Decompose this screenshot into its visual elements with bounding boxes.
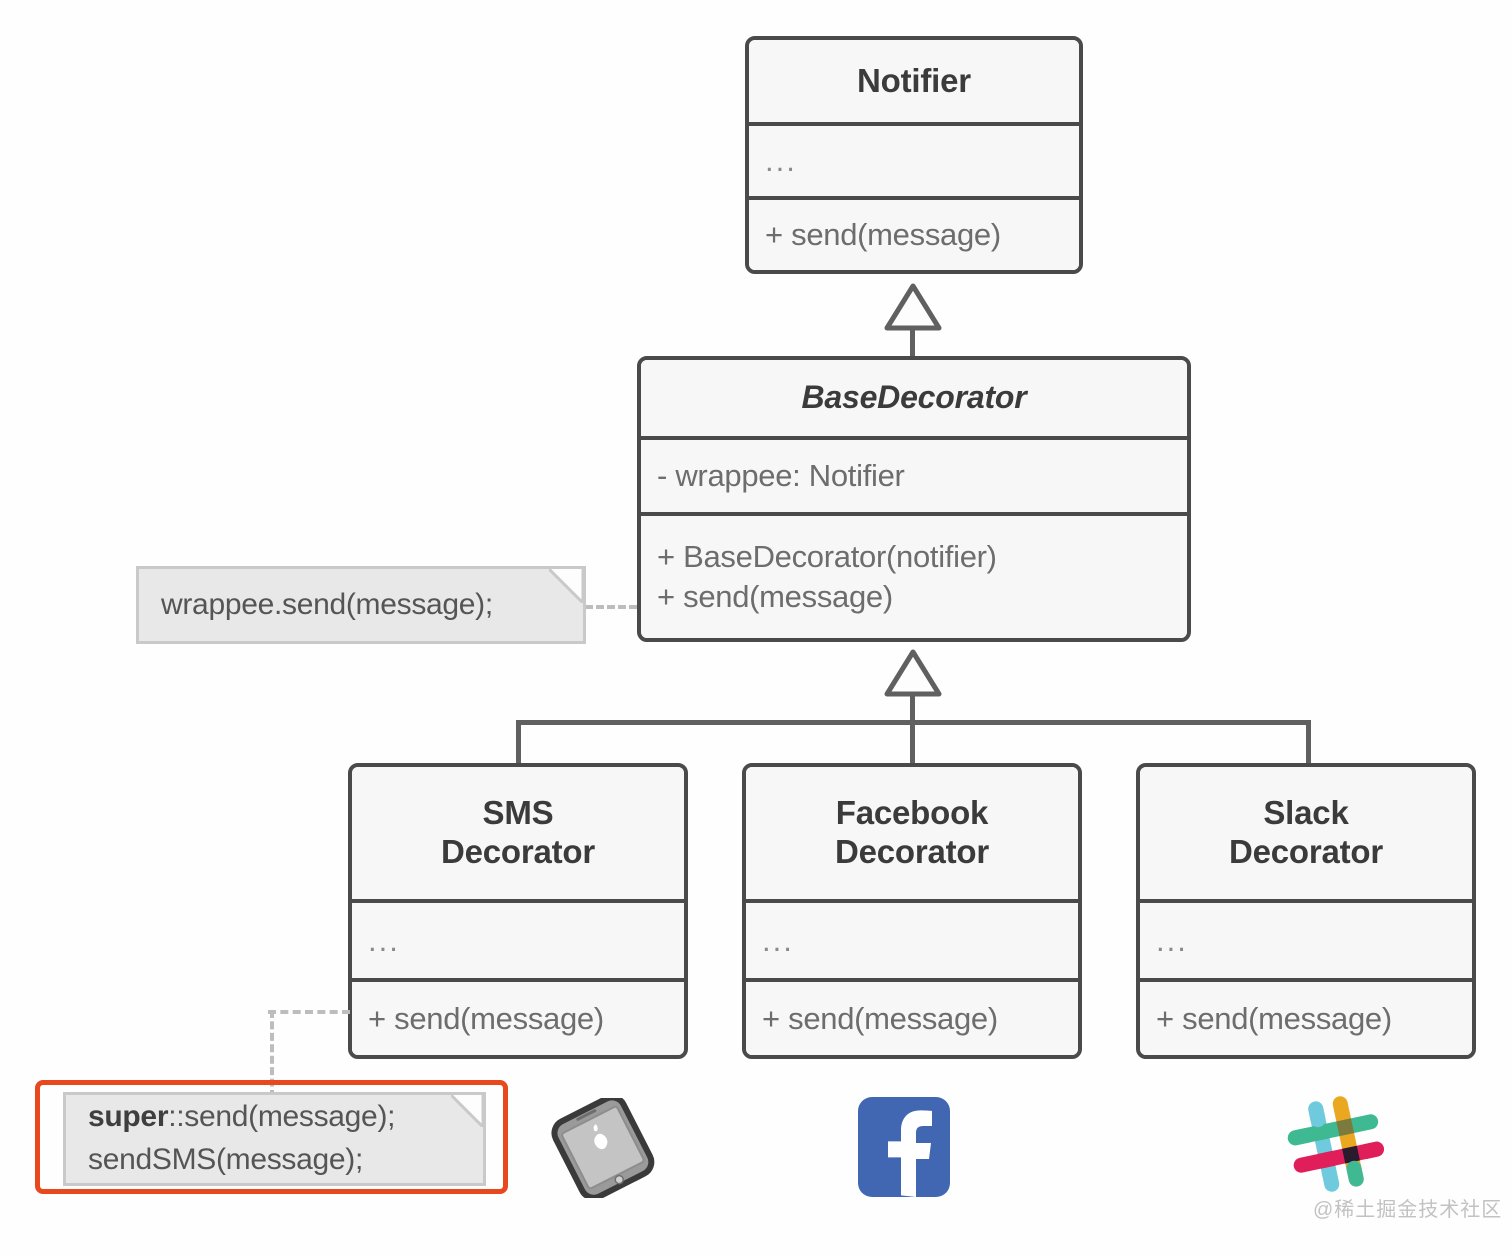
class-attributes-facebook-decorator: ... xyxy=(746,899,1078,978)
method-send: + send(message) xyxy=(762,1000,998,1036)
note-line-2: sendSMS(message); xyxy=(88,1143,364,1176)
class-box-slack-decorator[interactable]: Slack Decorator ... + send(message) xyxy=(1136,763,1476,1059)
class-title-line1: SMS xyxy=(482,794,554,832)
inheritance-drop-sms xyxy=(516,720,521,770)
method-send: + send(message) xyxy=(368,1000,604,1036)
class-name-slack-decorator: Slack Decorator xyxy=(1140,767,1472,899)
class-title-line1: Slack xyxy=(1263,794,1349,832)
class-title-line2: Decorator xyxy=(1228,833,1384,870)
note-fold-corner-icon xyxy=(549,569,583,603)
note-link-base-decorator xyxy=(585,605,637,609)
attribute-placeholder: ... xyxy=(762,922,794,958)
note-fold-corner-icon xyxy=(451,1095,483,1127)
watermark-text: @稀土掘金技术社区 xyxy=(1313,1199,1503,1221)
method-constructor: + BaseDecorator(notifier) xyxy=(657,538,997,574)
class-box-facebook-decorator[interactable]: Facebook Decorator ... + send(message) xyxy=(742,763,1082,1059)
inheritance-arrow-notifier xyxy=(884,283,942,331)
class-box-base-decorator[interactable]: BaseDecorator - wrappee: Notifier + Base… xyxy=(637,356,1191,642)
class-methods-slack-decorator: + send(message) xyxy=(1140,978,1472,1055)
class-name-notifier: Notifier xyxy=(749,40,1079,122)
facebook-icon xyxy=(858,1097,950,1197)
class-box-notifier[interactable]: Notifier ... + send(message) xyxy=(745,36,1083,274)
class-title-text: BaseDecorator xyxy=(801,379,1027,416)
class-title-line1: Facebook xyxy=(835,794,989,832)
note-keyword-super: super xyxy=(88,1100,169,1134)
inheritance-line-notifier xyxy=(910,326,915,358)
attribute-placeholder: ... xyxy=(1156,922,1188,958)
class-title-text: Notifier xyxy=(857,61,971,99)
class-name-base-decorator: BaseDecorator xyxy=(641,360,1187,436)
highlight-frame-sms-note xyxy=(35,1080,508,1194)
class-title-line2: Decorator xyxy=(834,833,990,870)
attribute-placeholder: ... xyxy=(368,922,400,958)
class-box-sms-decorator[interactable]: SMS Decorator ... + send(message) xyxy=(348,763,688,1059)
inheritance-line-base-decorator xyxy=(910,692,915,770)
attribute-wrappee: - wrappee: Notifier xyxy=(657,458,905,493)
inheritance-arrow-base-decorator xyxy=(884,649,942,697)
inheritance-drop-slack xyxy=(1306,720,1311,770)
note-link-sms-vertical xyxy=(270,1010,274,1098)
note-link-sms-horizontal xyxy=(268,1010,350,1014)
class-title-line2: Decorator xyxy=(440,833,596,870)
slack-icon xyxy=(1287,1096,1384,1192)
method-send: + send(message) xyxy=(657,579,893,614)
class-attributes-slack-decorator: ... xyxy=(1140,899,1472,978)
class-methods-sms-decorator: + send(message) xyxy=(352,978,684,1055)
class-name-facebook-decorator: Facebook Decorator xyxy=(746,767,1078,899)
class-attributes-sms-decorator: ... xyxy=(352,899,684,978)
class-methods-notifier: + send(message) xyxy=(749,196,1079,270)
inheritance-bus-horizontal xyxy=(516,720,1311,725)
note-base-decorator: wrappee.send(message); xyxy=(136,566,586,644)
method-send: + send(message) xyxy=(1156,1000,1392,1036)
note-sms-decorator: super::send(message); sendSMS(message); xyxy=(63,1092,486,1186)
method-send: + send(message) xyxy=(765,217,1001,252)
class-name-sms-decorator: SMS Decorator xyxy=(352,767,684,899)
attribute-placeholder: ... xyxy=(765,143,797,178)
class-methods-facebook-decorator: + send(message) xyxy=(746,978,1078,1055)
iphone-icon xyxy=(551,1098,655,1198)
note-line-1: super::send(message); xyxy=(88,1096,483,1139)
note-text: wrappee.send(message); xyxy=(161,587,493,621)
class-methods-base-decorator: + BaseDecorator(notifier) + send(message… xyxy=(641,512,1187,638)
class-attributes-base-decorator: - wrappee: Notifier xyxy=(641,436,1187,512)
note-line-1-rest: ::send(message); xyxy=(168,1100,396,1134)
class-attributes-notifier: ... xyxy=(749,122,1079,196)
